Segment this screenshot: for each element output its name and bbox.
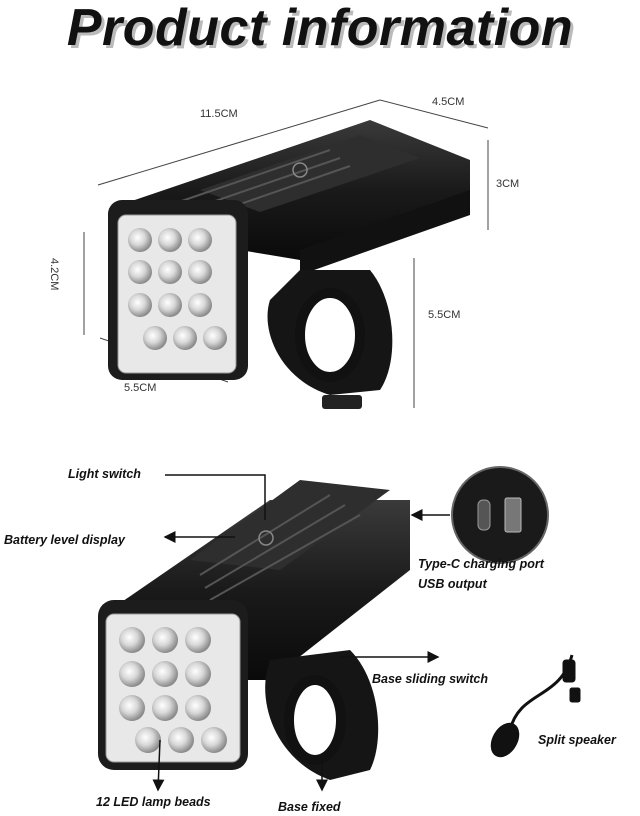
- dim-width: 4.5CM: [432, 96, 465, 108]
- bottom-led-beads: [119, 627, 227, 753]
- dim-mount-height: 5.5CM: [428, 309, 461, 321]
- label-base-fixed: Base fixed: [278, 800, 341, 814]
- label-lamp-beads: 12 LED lamp beads: [96, 795, 211, 809]
- dim-height-back: 3CM: [496, 178, 520, 190]
- label-battery-display: Battery level display: [4, 533, 125, 547]
- dim-length: 11.5CM: [200, 108, 238, 120]
- label-split-speaker: Split speaker: [538, 733, 616, 747]
- top-led-beads: [128, 228, 227, 350]
- label-charging-port: Type-C charging port: [418, 557, 544, 571]
- label-usb-output: USB output: [418, 577, 487, 591]
- dim-height-front: 4.2CM: [48, 258, 60, 291]
- label-base-sliding: Base sliding switch: [372, 672, 489, 686]
- label-light-switch: Light switch: [68, 467, 141, 481]
- dim-front-width: 5.5CM: [124, 382, 157, 394]
- split-speaker-icon: [490, 654, 581, 758]
- charging-port-inset: [451, 466, 549, 564]
- page-title: Product information: [66, 0, 574, 57]
- callout-arrows: [152, 474, 450, 792]
